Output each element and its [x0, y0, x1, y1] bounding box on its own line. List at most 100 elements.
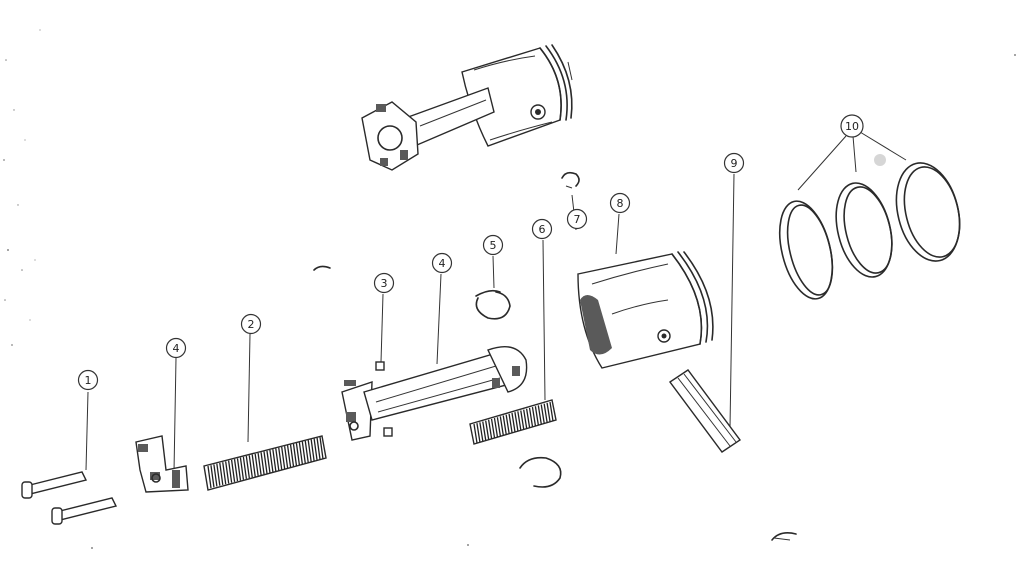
spring-coil	[534, 406, 540, 426]
callout-number: 3	[381, 277, 388, 290]
callout-circle	[566, 208, 588, 230]
spring-coil	[505, 414, 510, 434]
spring-coil	[496, 417, 502, 437]
callout-circle	[531, 218, 553, 240]
spring-coil	[531, 406, 537, 427]
callout-number: 1	[85, 374, 92, 387]
spring-coil	[304, 440, 309, 463]
spring-coil	[272, 449, 277, 472]
spring-coil	[225, 461, 230, 484]
spring-coil	[283, 446, 289, 469]
spring-coil	[257, 452, 262, 476]
spring-coil	[222, 462, 227, 485]
spring-coil	[490, 418, 496, 439]
spring-coil	[502, 415, 507, 435]
spring-coil	[307, 439, 312, 463]
callout-number: 2	[248, 318, 255, 331]
spring-coil	[260, 452, 265, 475]
callout-circle	[165, 337, 187, 359]
spring-coil	[482, 421, 487, 441]
spring-coil	[275, 448, 280, 471]
callout-number: 8	[617, 197, 624, 210]
callout-number: 9	[731, 157, 738, 170]
piston-pin-icon	[668, 369, 742, 453]
circlip-icon	[313, 265, 797, 541]
spring-coil	[316, 437, 321, 460]
spring-coil	[207, 465, 212, 489]
callout-c5: 5	[482, 234, 504, 256]
spring-coil	[493, 417, 499, 438]
spring-coil	[227, 460, 233, 483]
callout-c8: 8	[609, 192, 631, 214]
piston-ring-icon	[778, 154, 961, 300]
spring-coil	[514, 412, 519, 432]
spring-coil	[520, 410, 525, 430]
bearing-cap-icon	[135, 435, 189, 493]
spring-coil	[540, 404, 545, 424]
spring-coil	[528, 407, 534, 428]
spring-coil	[289, 444, 295, 467]
spring-coil	[248, 455, 253, 478]
callout-c3: 3	[373, 272, 395, 294]
spring-coil	[508, 413, 513, 433]
callout-c9: 9	[723, 152, 745, 174]
spring-coil	[298, 442, 304, 465]
spring-icon	[469, 399, 557, 445]
spring-coil	[263, 451, 268, 474]
spring-coil	[319, 436, 324, 460]
callout-circle	[431, 252, 453, 274]
callout-circle	[240, 313, 262, 335]
spring-coil	[266, 450, 271, 473]
spring-coil	[525, 408, 531, 428]
circlip-icon	[561, 171, 580, 189]
callout-number: 5	[490, 239, 497, 252]
callout-c10: 10	[840, 114, 864, 138]
spring-coil	[313, 438, 318, 461]
callout-c7: 7	[566, 208, 588, 230]
spring-coil	[236, 458, 242, 481]
spring-coil	[546, 402, 551, 422]
callout-c2: 2	[240, 313, 262, 335]
callout-markers: 1 4 2 3 4 5 67 8 9 10	[77, 114, 864, 391]
spring-coil	[543, 403, 548, 423]
callout-c1: 1	[77, 369, 99, 391]
spring-coil	[239, 457, 245, 480]
spring-coil	[216, 463, 221, 486]
spring-coil	[479, 422, 484, 442]
spring-coil	[295, 443, 301, 466]
spring-coil	[476, 423, 481, 443]
spring-coil	[549, 401, 554, 422]
nut-icon	[375, 361, 393, 437]
spring-coil	[473, 423, 478, 444]
spring-coil	[537, 405, 542, 425]
spring-coil	[251, 454, 256, 477]
callout-c6: 6	[531, 218, 553, 240]
spring-coil	[278, 447, 283, 470]
callout-circle	[373, 272, 395, 294]
spring-coil	[230, 459, 236, 482]
spring-coil	[210, 465, 215, 488]
spring-icon	[203, 435, 327, 491]
spring-coil	[292, 443, 298, 466]
spring-coil	[219, 462, 224, 486]
leader-lines	[85, 131, 907, 473]
spring-coil	[523, 409, 528, 429]
spring-coil	[245, 455, 250, 479]
spring-coil	[213, 464, 218, 487]
callout-c4a: 4	[165, 337, 187, 359]
spring-coil	[233, 459, 239, 482]
callout-circle	[482, 234, 504, 256]
callout-circle	[840, 114, 864, 138]
spring-coil	[242, 456, 248, 479]
callout-number: 4	[173, 342, 180, 355]
circlip-icon	[475, 289, 511, 320]
callout-c4b: 4	[431, 252, 453, 274]
assembled-piston-rod	[361, 44, 573, 171]
spring-coil	[310, 439, 315, 462]
callout-circle	[609, 192, 631, 214]
spring-coil	[254, 453, 259, 476]
spring-coil	[485, 420, 490, 440]
spring-coil	[269, 449, 274, 473]
spring-coil	[286, 445, 292, 468]
